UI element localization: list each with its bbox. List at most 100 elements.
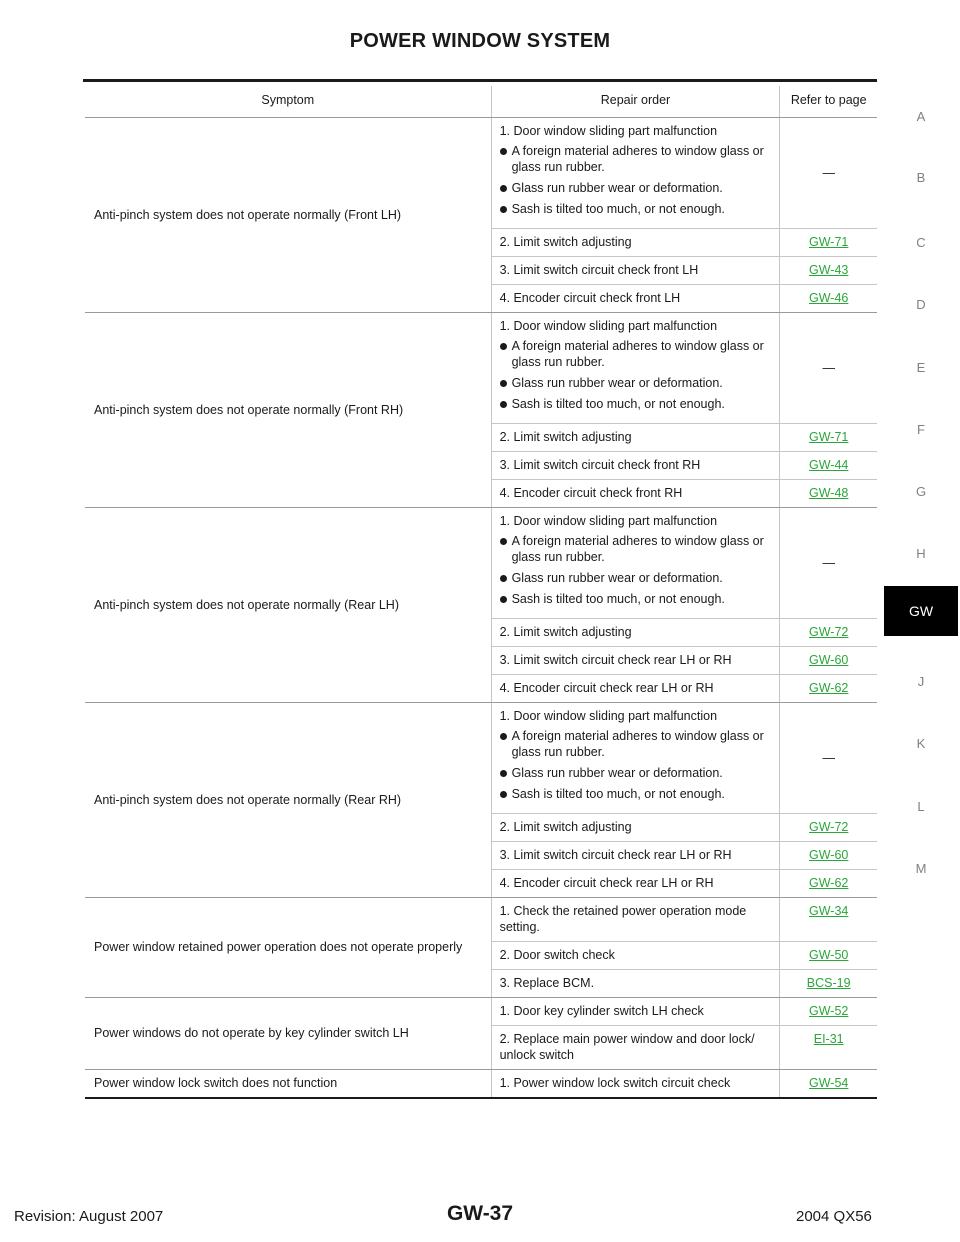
table-row: 2. Replace main power window and door lo… [85, 1025, 877, 1070]
repair-order-cell: 3. Limit switch circuit check front RH [490, 451, 780, 480]
refer-page-link[interactable]: GW-46 [809, 291, 849, 305]
sub-step-item: Sash is tilted too much, or not enough. [499, 786, 772, 802]
refer-page-none: — [822, 360, 835, 375]
repair-step-label: 2. Limit switch adjusting [499, 235, 632, 249]
refer-page-none: — [822, 165, 835, 180]
sub-step-item: A foreign material adheres to window gla… [499, 143, 772, 175]
refer-page-cell: GW-72 [779, 618, 877, 647]
repair-order-cell: 4. Encoder circuit check rear LH or RH [490, 869, 780, 898]
section-tab-c[interactable]: C [916, 235, 926, 250]
refer-page-link[interactable]: GW-60 [809, 848, 849, 862]
sub-step-item: Glass run rubber wear or deformation. [499, 375, 772, 391]
section-index: A B C D E F G H GW J K L M [884, 0, 960, 1242]
refer-page-link[interactable]: GW-71 [809, 235, 849, 249]
table-row: Anti-pinch system does not operate norma… [85, 117, 877, 313]
repair-order-cell: 3. Limit switch circuit check rear LH or… [490, 841, 780, 870]
refer-page-link[interactable]: GW-48 [809, 486, 849, 500]
table-row: Power window retained power operation do… [85, 897, 877, 998]
sub-step-item: A foreign material adheres to window gla… [499, 533, 772, 565]
refer-page-cell: — [779, 117, 877, 229]
section-tab-l[interactable]: L [917, 799, 925, 814]
table-row: 4. Encoder circuit check rear LH or RH GW… [85, 674, 877, 703]
refer-page-link[interactable]: GW-50 [809, 948, 849, 962]
symptom-cell: Power window lock switch does not functi… [85, 1069, 492, 1099]
refer-page-link[interactable]: GW-52 [809, 1004, 849, 1018]
refer-page-link[interactable]: GW-62 [809, 681, 849, 695]
repair-step-label: 3. Limit switch circuit check rear LH or… [499, 848, 732, 862]
table-row: Power window lock switch does not functi… [85, 1069, 877, 1099]
symptom-cell: Power windows do not operate by key cyli… [85, 997, 492, 1070]
refer-page-cell: GW-72 [779, 813, 877, 842]
repair-order-cell: 2. Door switch check [490, 941, 780, 970]
header-symptom: Symptom [85, 86, 492, 118]
section-tab-f[interactable]: F [917, 422, 925, 437]
section-tab-e[interactable]: E [916, 360, 926, 375]
refer-page-link[interactable]: BCS-19 [806, 976, 851, 990]
table-row: 4. Encoder circuit check rear LH or RH GW… [85, 869, 877, 898]
diagnosis-table: Symptom Repair order Refer to page Anti-… [85, 86, 877, 1099]
refer-page-link[interactable]: GW-62 [809, 876, 849, 890]
repair-step-label: 1. Door window sliding part malfunction [499, 124, 718, 138]
refer-page-link[interactable]: GW-44 [809, 458, 849, 472]
section-tab-m[interactable]: M [915, 861, 927, 876]
repair-order-cell: 1. Power window lock switch circuit chec… [490, 1069, 780, 1099]
refer-page-link[interactable]: GW-34 [809, 904, 849, 918]
repair-step-label: 3. Replace BCM. [499, 976, 595, 990]
refer-page-link[interactable]: GW-72 [809, 820, 849, 834]
table-row: 3. Limit switch circuit check front LH GW… [85, 256, 877, 285]
repair-step-label: 3. Limit switch circuit check rear LH or… [499, 653, 732, 667]
section-tab-b[interactable]: B [916, 170, 926, 185]
symptom-cell: Anti-pinch system does not operate norma… [85, 507, 492, 703]
repair-step-label: 1. Door key cylinder switch LH check [499, 1004, 704, 1018]
refer-page-none: — [822, 750, 835, 765]
repair-order-cell: 3. Limit switch circuit check front LH [490, 256, 780, 285]
refer-page-link[interactable]: GW-71 [809, 430, 849, 444]
section-tab-j[interactable]: J [917, 674, 925, 689]
table-row: 3. Replace BCM. BCS-19 [85, 969, 877, 998]
section-tab-k[interactable]: K [916, 736, 926, 751]
refer-page-cell: GW-62 [779, 674, 877, 703]
repair-step-label: 2. Replace main power window and door lo… [499, 1032, 755, 1062]
repair-order-cell: 1. Check the retained power operation mo… [490, 897, 780, 942]
refer-page-link[interactable]: EI-31 [813, 1032, 844, 1046]
refer-page-none: — [822, 555, 835, 570]
section-tab-gw[interactable]: GW [884, 586, 958, 636]
table-row: Anti-pinch system does not operate norma… [85, 312, 877, 508]
refer-page-link[interactable]: GW-60 [809, 653, 849, 667]
repair-order-cell: 4. Encoder circuit check rear LH or RH [490, 674, 780, 703]
refer-page-cell: GW-50 [779, 941, 877, 970]
repair-step-label: 1. Check the retained power operation mo… [499, 904, 747, 934]
page-title: POWER WINDOW SYSTEM [349, 30, 611, 52]
footer-revision: Revision: August 2007 [14, 1208, 164, 1225]
repair-order-cell: 2. Replace main power window and door lo… [490, 1025, 780, 1070]
table-row: 3. Limit switch circuit check rear LH or… [85, 646, 877, 675]
refer-page-cell: GW-34 [779, 897, 877, 942]
section-tab-d[interactable]: D [916, 297, 926, 312]
refer-page-cell: GW-46 [779, 284, 877, 313]
refer-page-cell: GW-71 [779, 228, 877, 257]
sub-step-item: Glass run rubber wear or deformation. [499, 180, 772, 196]
symptom-cell: Power window retained power operation do… [85, 897, 492, 998]
section-tab-a[interactable]: A [916, 109, 926, 124]
repair-order-cell: 4. Encoder circuit check front LH [490, 284, 780, 313]
sub-step-list: A foreign material adheres to window gla… [499, 143, 772, 217]
refer-page-cell: GW-44 [779, 451, 877, 480]
refer-page-link[interactable]: GW-43 [809, 263, 849, 277]
sub-step-item: Sash is tilted too much, or not enough. [499, 201, 772, 217]
sub-step-item: Sash is tilted too much, or not enough. [499, 396, 772, 412]
refer-page-link[interactable]: GW-54 [809, 1076, 849, 1090]
repair-order-cell: 3. Replace BCM. [490, 969, 780, 998]
section-tab-g[interactable]: G [915, 484, 927, 499]
refer-page-cell: GW-62 [779, 869, 877, 898]
refer-page-link[interactable]: GW-72 [809, 625, 849, 639]
repair-order-cell: 1. Door key cylinder switch LH check [490, 997, 780, 1026]
refer-page-cell: GW-60 [779, 841, 877, 870]
repair-order-cell: 2. Limit switch adjusting [490, 813, 780, 842]
section-tab-h[interactable]: H [916, 546, 926, 561]
repair-step-label: 2. Door switch check [499, 948, 615, 962]
repair-step-label: 1. Door window sliding part malfunction [499, 319, 718, 333]
